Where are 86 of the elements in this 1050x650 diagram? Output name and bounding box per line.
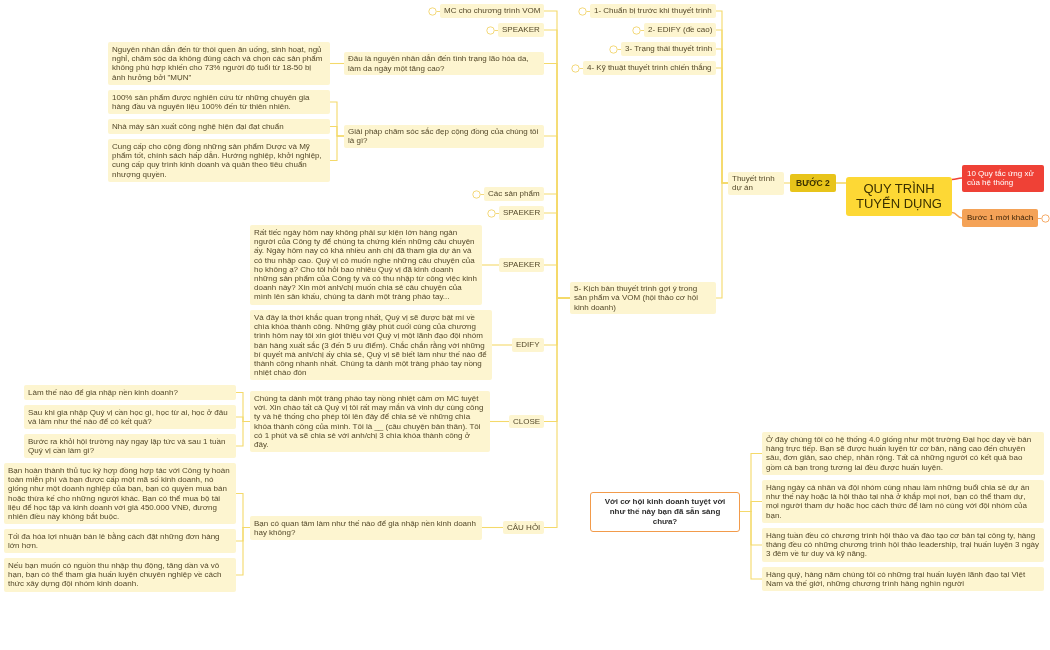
branch-line xyxy=(329,135,345,162)
note-text: 100% sản phẩm được nghiên cứu từ những chuyên gia hàng đầu và nguyên liệu 100% đến từ thiên nhiên. xyxy=(112,93,311,112)
topic-label: 2- EDIFY (đề cao) xyxy=(648,25,713,35)
central-topic xyxy=(846,176,952,216)
note-box xyxy=(24,434,236,459)
topic-box xyxy=(484,187,544,201)
central-topic-text: QUY TRÌNH TUYỂN DỤNG xyxy=(855,180,943,212)
note-text: Hàng ngày cá nhân và đội nhóm cùng nhau làm những buổi chia sẻ dự án như thế này hoặc là hội thảo tại nhà ở khắp mọi nơi, bạn có thể tham dự, mọi người tham dự hoặc học cách thức để làm nó cùng với đội nhóm của bạn. xyxy=(766,483,1031,520)
topic-label: 5- Kịch bản thuyết trình gợi ý trong sản phẩm và VOM (hội thảo cơ hội kinh doanh) xyxy=(574,283,699,313)
topic-label: 1- Chuẩn bị trước khi thuyết trình xyxy=(594,6,712,16)
note-box xyxy=(762,432,1044,475)
main-branch-topic xyxy=(962,209,1039,227)
note-box xyxy=(24,385,236,401)
topic-box xyxy=(621,42,717,56)
topic-box xyxy=(509,414,545,429)
branch-line xyxy=(951,211,963,219)
branch-line xyxy=(235,526,251,576)
note-text: Và đây là thời khắc quan trọng nhất, Quý vị sẽ được bật mí về chìa khóa thành công. Những giây phút cuối cùng của chương trình hôm nay tôi xin giới thiệu với Quý vị một lãnh đạo đội nhóm bán hàng xuất sắc (3 đến 5 ưu điểm). Chắc chắn rằng với những bí quyết mà anh/chị ấy chia sẻ, Quý vị sẽ biết làm như thế nào để thành công nhanh nhất. Chúng ta dành một tràng pháo tay nồng nhiệt chào đón xyxy=(254,313,488,378)
topic-label: SPEAKER xyxy=(502,25,540,35)
note-text: Bạn có quan tâm làm như thế nào để gia nhập nền kinh doanh hay không? xyxy=(254,518,477,537)
note-box xyxy=(24,405,236,430)
note-box xyxy=(108,90,330,115)
branch-line xyxy=(951,177,963,181)
branch-line xyxy=(491,344,513,346)
topic-box xyxy=(440,4,545,18)
topic-label: CLOSE xyxy=(513,416,541,427)
branch-line xyxy=(489,420,510,423)
topic-label: CÂU HỎI xyxy=(507,522,541,533)
branch-line xyxy=(835,182,847,184)
floating-topic-text: Với cơ hội kinh doanh tuyệt vời như thế này bạn đã sẵn sàng chưa? xyxy=(603,496,727,527)
topic-label: MC cho chương trình VOM xyxy=(444,6,541,16)
branch-label: 10 Quy tắc ứng xử của hệ thống xyxy=(967,168,1035,188)
topic-label: 4- Kỹ thuật thuyết trình chiến thắng xyxy=(587,63,712,73)
topic-box xyxy=(499,258,545,272)
note-text: Nhà máy sản xuất công nghệ hiện đại đạt chuẩn xyxy=(112,122,285,132)
note-text: Ở đây chúng tôi có hệ thống 4.0 giống như một trường Đại học dạy về bán hàng trực tiếp. Bạn sẽ được huấn luyện từ cơ bản, nâng cao đến chuyên sâu, đơn giản, sao chép, nhân rộng. Tất cả những người có kết quả bao gồm cả bạn trong tương lai đều được huấn luyện. xyxy=(766,435,1033,472)
topic-box xyxy=(570,281,716,315)
topic-box xyxy=(344,52,544,76)
topic-label: Đâu là nguyên nhân dẫn đến tình trạng lão hóa da, làm da ngày một tăng cao? xyxy=(348,54,530,74)
note-box xyxy=(762,480,1044,523)
note-text: Rất tiếc ngày hôm nay không phải sự kiện lớn hàng ngàn người của Công ty để chúng ta chứng kiến những câu chuyện ấy. Ngày hôm nay có khá nhiều anh chị đã tham gia dự án và có thu nhập cao. Quý vị có muốn nghe những câu chuyện của họ không ạ? Cho tôi hỏi bao nhiêu Quý vị đã kinh doanh những sản phẩm của Công ty và có thu nhập từ công việc kinh doanh này? Xin mời anh/chị muốn chia sẻ câu chuyện của mình lên sân khấu, chúng ta dành một tràng pháo tay... xyxy=(254,228,478,302)
note-text: Sau khi gia nhập Quý vị cần học gì, học từ ai, học ở đâu và làm như thế nào để có kết quả? xyxy=(28,408,229,427)
branch-line xyxy=(783,182,791,184)
branch-line xyxy=(739,510,763,580)
note-text: Hàng quý, hàng năm chúng tôi có những trại huấn luyện lãnh đạo tại Việt Nam và thế giới, những chương trình hàng nghìn người xyxy=(766,570,1027,589)
note-box xyxy=(108,42,330,85)
note-text: Nguyên nhân dẫn đến từ thói quen ăn uống, sinh hoạt, ngủ nghỉ, chăm sóc da không đúng cách và chọn các sản phẩm không phù hợp khiến cho 73% người độ tuổi từ 18-50 bị ảnh hưởng bởi "MỤN" xyxy=(112,45,324,82)
note-text: Bạn hoàn thành thủ tục ký hợp đồng hợp tác với Công ty hoàn toàn miễn phí và bạn được cấp một mã số kinh doanh, nó giống như một doanh nghiệp của bạn, bạn có quyền mua bán hoặc thừa kế cho những người khác. Bạn có thể mua bộ tài liệu để học tập và kinh doanh với giá 450.000 VNĐ, đương nhiên điều này không bắt buộc. xyxy=(8,466,231,522)
topic-box xyxy=(503,520,545,535)
note-text: Bước ra khỏi hội trường này ngay lập tức và sau 1 tuần Quý vị cần làm gì? xyxy=(28,437,227,456)
topic-label: Thuyết trình dự án xyxy=(732,173,776,193)
topic-label: EDIFY xyxy=(516,340,540,350)
branch-line xyxy=(481,264,500,266)
note-box xyxy=(4,529,236,554)
topic-label: Giải pháp chăm sóc sắc đẹp cộng đồng của chúng tôi là gì? xyxy=(348,126,540,146)
floating-topic xyxy=(590,491,740,532)
note-text: Làm thế nào để gia nhập nền kinh doanh? xyxy=(28,388,179,398)
topic-box xyxy=(499,206,545,220)
note-text: Cung cấp cho cộng đồng những sản phẩm Dược và Mỹ phẩm tốt, chính sách hấp dẫn. Hướng nghiệp, khởi nghiệp, cung cấp quy trình kinh doanh và quản theo tiêu chuẩn nhượng quyền. xyxy=(112,142,323,179)
branch-line xyxy=(481,526,504,529)
note-box xyxy=(108,139,330,182)
main-branch-topic xyxy=(962,164,1044,192)
branch-line xyxy=(235,420,251,447)
topic-label: SPAEKER xyxy=(503,208,541,218)
note-text: Hàng tuần đều có chương trình hội thảo và đào tạo cơ bản tại công ty, hàng tháng đều có những chương trình hội thảo leadership, trại huấn luyện 3 ngày 3 đêm về tư duy và kỹ năng. xyxy=(766,531,1040,559)
topic-label: Các sản phẩm xyxy=(488,189,540,199)
branch-label: Bước 1 mời khách xyxy=(967,213,1034,223)
note-box xyxy=(762,567,1044,592)
branch-line xyxy=(329,62,345,65)
branch-line xyxy=(543,297,571,529)
main-branch-topic xyxy=(790,174,836,193)
topic-label: SPAEKER xyxy=(503,260,541,270)
note-text: Chúng ta dành một tràng pháo tay nồng nhiệt cảm ơn MC tuyệt vời. Xin chào tất cả Quý vị tôi rất may mắn và vinh dự cùng công ty và hệ thống cho phép tôi lên đây để chia sẻ về những chìa khóa thành công của mình. Tôi là __ (câu chuyện bản thân). Tôi có 1 phút và sẽ chia sẻ với anh/chị 3 chìa khóa thành công ở đây. xyxy=(254,394,485,450)
branch-label: BƯỚC 2 xyxy=(796,178,830,189)
note-text: Tối đa hóa lợi nhuận bán lẻ bằng cách đặt những đơn hàng lớn hơn. xyxy=(8,532,221,551)
topic-box xyxy=(644,23,717,37)
topic-label: 3- Trạng thái thuyết trình xyxy=(625,44,713,54)
topic-box xyxy=(498,23,544,37)
topic-box xyxy=(512,338,544,352)
note-text: Nếu bạn muốn có nguồn thu nhập thụ động, tăng dần và vô hạn, bạn có thể tham gia huấn luyện chuyên nghiệp về cách thức xây dựng đội nhóm kinh doanh. xyxy=(8,561,223,589)
note-box xyxy=(108,119,330,135)
note-box xyxy=(250,515,482,540)
topic-box xyxy=(728,171,784,195)
note-box xyxy=(4,558,236,592)
topic-box xyxy=(583,61,716,75)
topic-box xyxy=(590,4,716,18)
